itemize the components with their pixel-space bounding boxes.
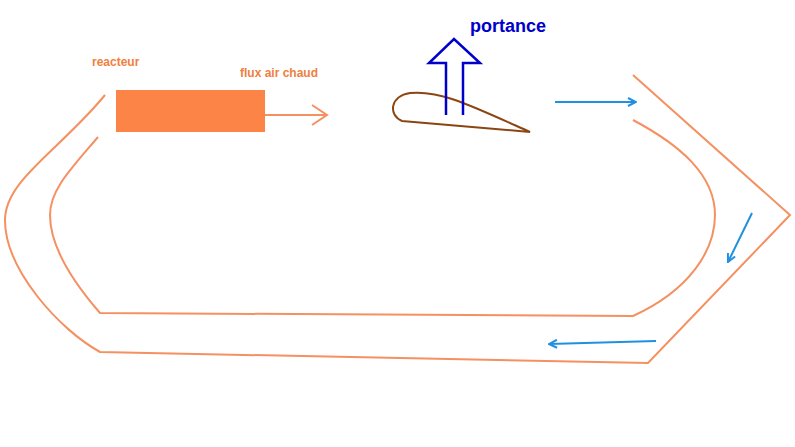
duct-inner-wall <box>50 120 715 316</box>
duct-outer-wall <box>5 75 790 363</box>
component-label: reacteur <box>92 55 139 69</box>
force-label: portance <box>470 16 546 37</box>
lift-arrow <box>429 39 480 115</box>
reactor-block <box>116 90 265 132</box>
hot-air-arrow <box>265 105 327 125</box>
airfoil <box>393 93 530 132</box>
flow-label: flux air chaud <box>240 66 318 80</box>
flow-arrow <box>555 101 636 103</box>
flow-arrow <box>549 341 656 344</box>
flow-arrow <box>728 213 752 262</box>
